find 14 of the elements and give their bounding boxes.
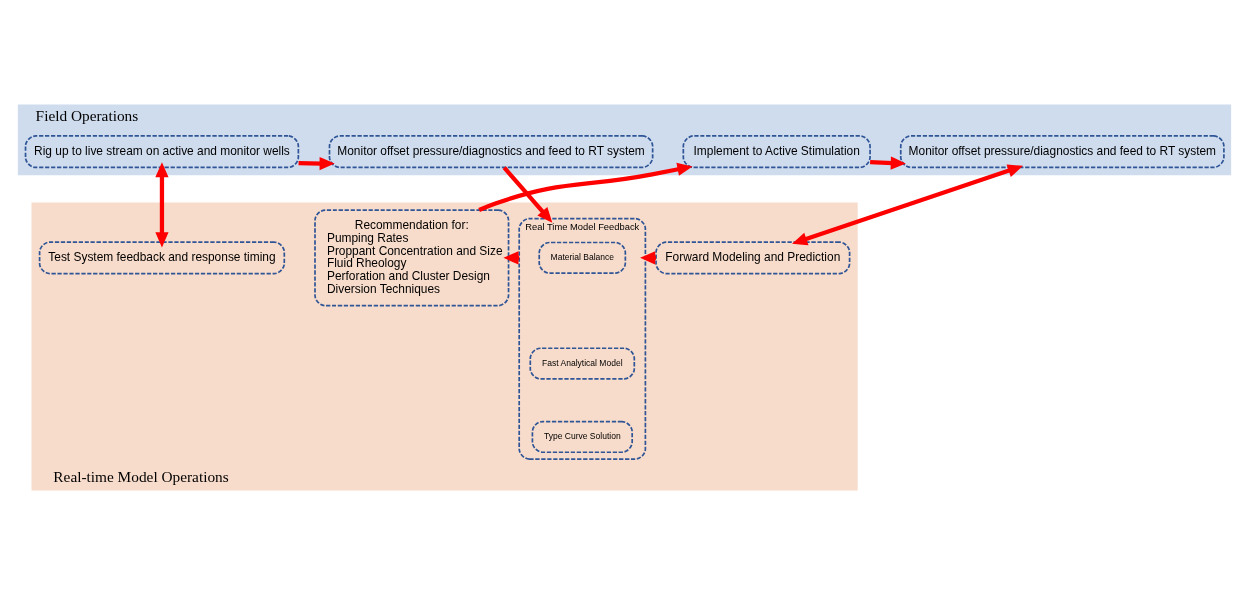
arrow <box>155 161 169 247</box>
node-box: Test System feedback and response timing <box>38 240 286 274</box>
node-box: Type Curve Solution <box>531 420 634 453</box>
arrow <box>792 163 1023 245</box>
node-box: Monitor offset pressure/diagnostics and feed to RT system <box>328 134 654 168</box>
node-box: Recommendation for: Pumping Rates Proppant Concentration and Size Fluid Rheology Perforation and Cluster Design Diversion Techniques <box>314 208 510 306</box>
node-box: Rig up to live stream on active and monitor wells <box>24 134 300 168</box>
node-box: Monitor offset pressure/diagnostics and feed to RT system <box>899 134 1225 168</box>
node-box: Material Balance <box>538 241 627 274</box>
node-box: Fast Analytical Model <box>529 346 636 380</box>
node-box: Implement to Active Stimulation <box>682 134 871 168</box>
arrow <box>502 165 553 223</box>
arrow <box>870 155 906 170</box>
arrow <box>298 156 335 170</box>
